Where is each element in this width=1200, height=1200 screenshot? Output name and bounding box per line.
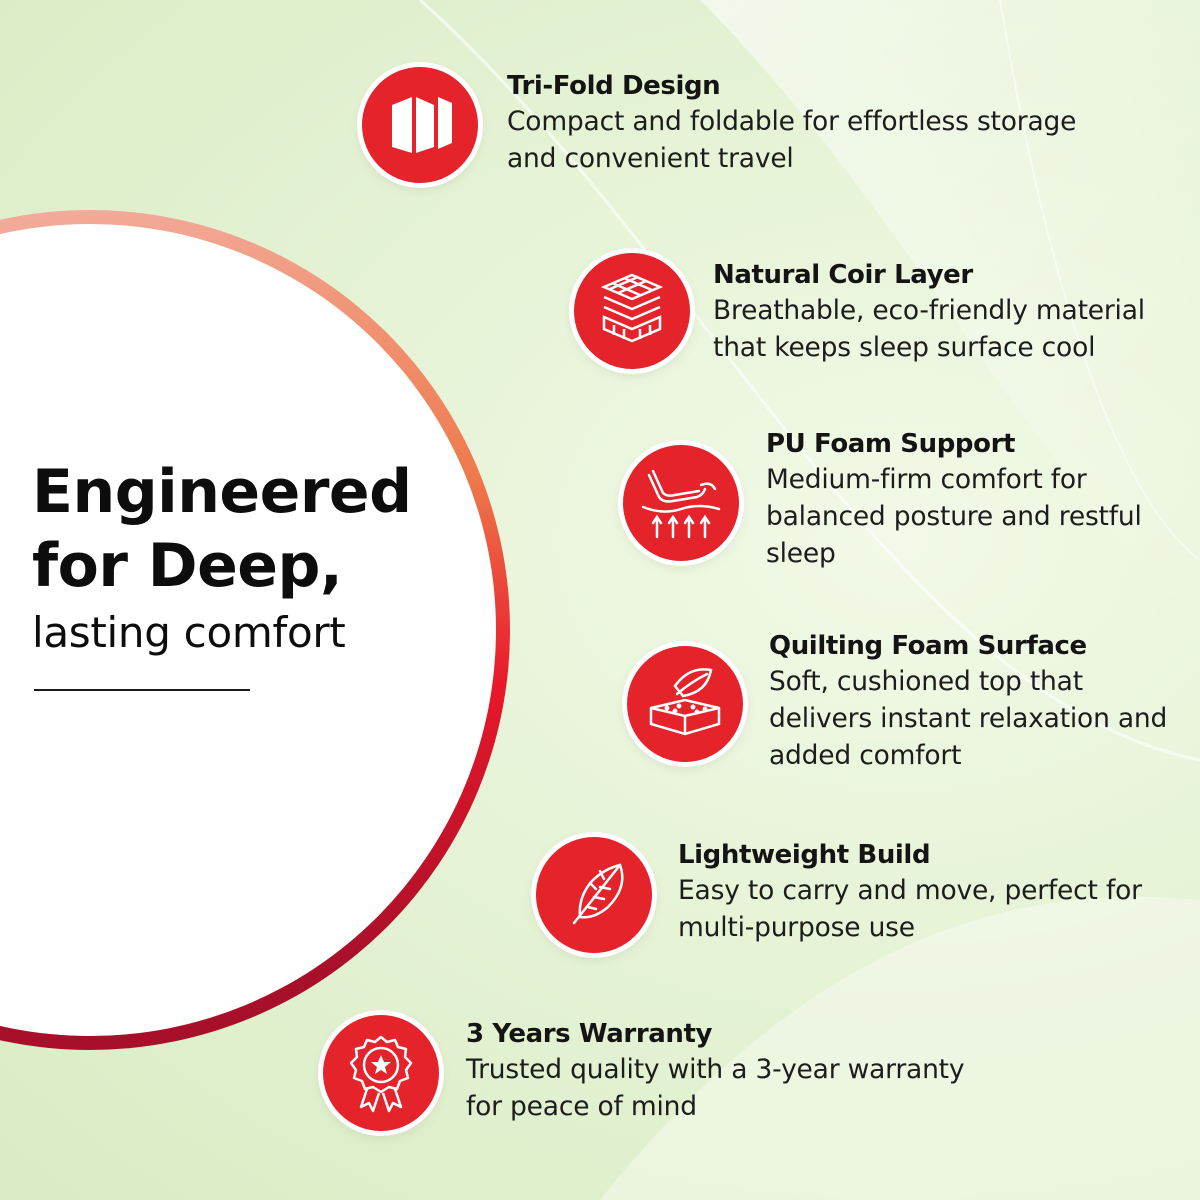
feature-desc-line: Medium-firm comfort for — [766, 464, 1087, 495]
feature-desc-line: Compact and foldable for effortless stor… — [507, 106, 1077, 137]
feature-desc-line: and convenient travel — [507, 143, 794, 174]
feature-title: Natural Coir Layer — [713, 260, 973, 290]
tri-fold-icon — [362, 67, 478, 183]
feature-title: Tri-Fold Design — [507, 71, 721, 101]
feature-desc-line: balanced posture and restful — [766, 501, 1142, 532]
feature-desc-line: Easy to carry and move, perfect for — [678, 875, 1142, 906]
quilted-mattress-icon — [627, 646, 743, 762]
feature-title: Lightweight Build — [678, 840, 931, 870]
feature-desc-line: Trusted quality with a 3-year warranty — [466, 1054, 965, 1085]
feature-desc-line: Soft, cushioned top that — [769, 666, 1083, 697]
headline-line-3: lasting comfort — [32, 608, 346, 657]
warranty-badge-icon — [323, 1015, 439, 1131]
headline-underline — [34, 689, 250, 691]
foam-support-icon — [623, 445, 739, 561]
feature-desc-line: sleep — [766, 538, 836, 569]
feature-desc-line: delivers instant relaxation and — [769, 703, 1168, 734]
feature-title: 3 Years Warranty — [466, 1019, 713, 1049]
headline-line-1: Engineered — [32, 457, 412, 527]
feature-desc-line: multi-purpose use — [678, 912, 915, 943]
coir-layers-icon — [574, 253, 690, 369]
headline: Engineered for Deep, lasting comfort — [32, 455, 472, 661]
feather-icon — [536, 837, 652, 953]
hero-circle — [0, 200, 520, 1060]
feature-desc-line: for peace of mind — [466, 1091, 697, 1122]
feature-title: PU Foam Support — [766, 429, 1016, 459]
headline-line-2: for Deep, — [32, 531, 343, 601]
feature-desc-line: Breathable, eco-friendly material — [713, 295, 1145, 326]
feature-title: Quilting Foam Surface — [769, 631, 1087, 661]
feature-desc-line: added comfort — [769, 740, 962, 771]
feature-desc-line: that keeps sleep surface cool — [713, 332, 1096, 363]
